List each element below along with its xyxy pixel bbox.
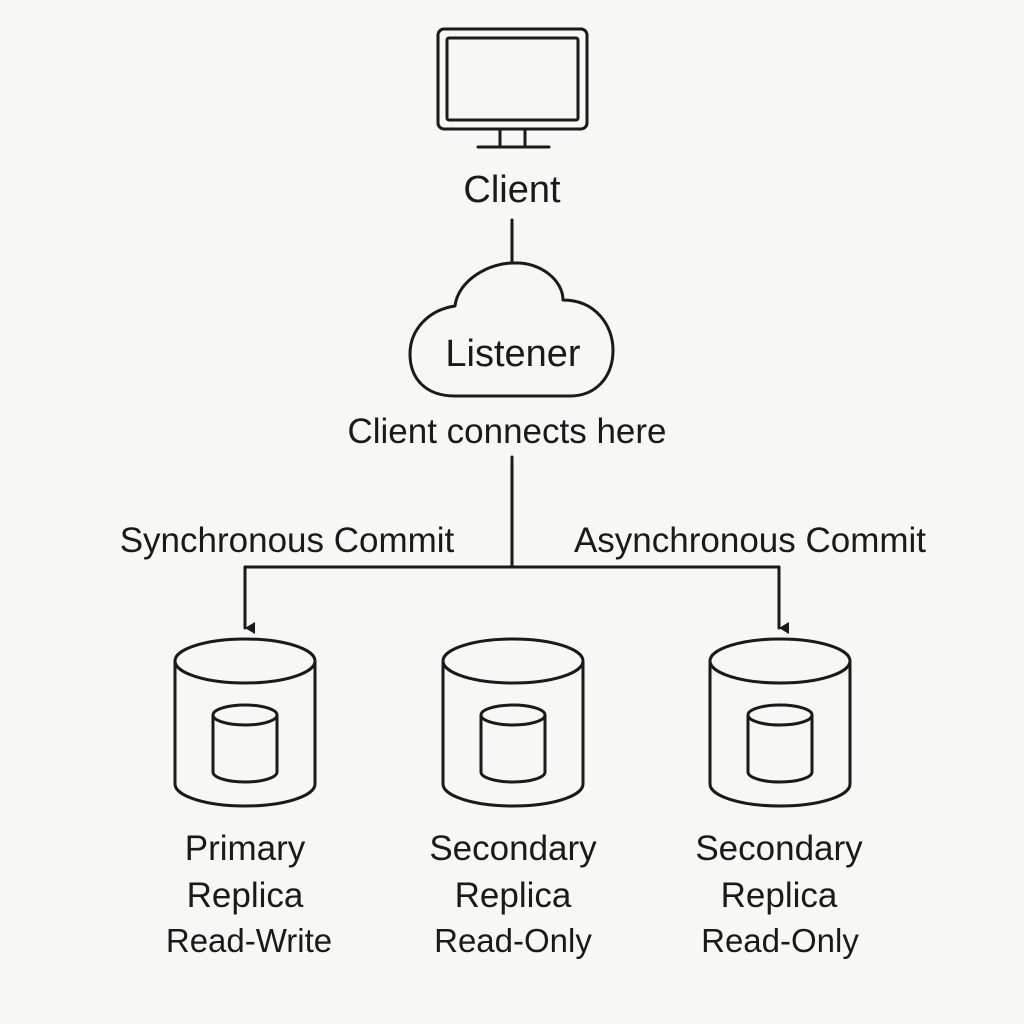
replica-3-line2: Replica: [721, 876, 838, 915]
replica-2-line1: Secondary: [429, 829, 597, 868]
sync-commit-label: Synchronous Commit: [120, 521, 455, 560]
cloud-icon: [408, 261, 615, 398]
replica-1-line1: Primary: [185, 829, 306, 868]
database-icon: [441, 637, 585, 808]
replica-2-line3: Read-Only: [434, 922, 592, 959]
database-icon: [708, 637, 852, 808]
async-commit-label: Asynchronous Commit: [574, 521, 926, 560]
replica-1-line3: Read-Write: [166, 922, 332, 959]
monitor-icon: [436, 27, 589, 149]
replica-2-line2: Replica: [455, 876, 572, 915]
replica-3-line3: Read-Only: [701, 922, 859, 959]
database-icon: [173, 637, 317, 808]
replica-3-line1: Secondary: [695, 829, 863, 868]
replica-1-line2: Replica: [187, 876, 304, 915]
listener-note: Client connects here: [347, 412, 666, 451]
client-label: Client: [463, 169, 561, 211]
listener-label: Listener: [445, 333, 581, 375]
